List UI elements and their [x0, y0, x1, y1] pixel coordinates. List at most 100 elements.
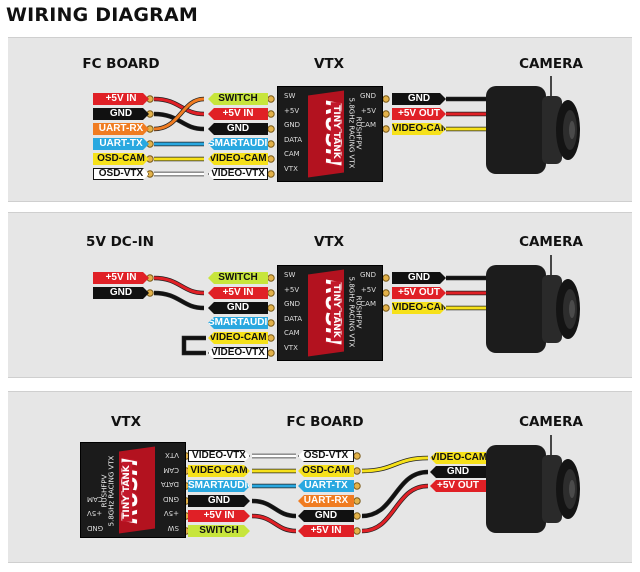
solder-pad: [267, 304, 275, 312]
solder-pad: [353, 527, 361, 535]
camera-pad-label: +5V OUT: [430, 480, 486, 492]
solder-pad: [267, 289, 275, 297]
solder-pad: [267, 274, 275, 282]
loopback-wire: [182, 336, 206, 355]
vtx-pad-label: GND: [188, 495, 250, 507]
camera-icon: [486, 255, 580, 353]
fc-pad-label: OSD-VTX: [298, 450, 354, 462]
camera-icon: [486, 435, 580, 533]
fc-pad-label: GND: [93, 108, 149, 120]
camera-pad-label: VIDEO-CAM: [392, 302, 450, 313]
vtx-pad-label: SWITCH: [188, 525, 250, 537]
camera-wire: [361, 470, 429, 518]
solder-pad: [382, 110, 390, 118]
vtx-header: VTX: [313, 56, 345, 72]
solder-pad: [267, 140, 275, 148]
fc-board-header: FC BOARD: [286, 414, 364, 430]
dc-in-header: 5V DC-IN: [86, 234, 154, 250]
vtx-pad-label: +5V IN: [188, 510, 250, 522]
solder-pad: [267, 110, 275, 118]
fc-pad-label: +5V IN: [298, 525, 354, 537]
vtx-pad-label: GND: [208, 302, 268, 314]
wire: [153, 291, 205, 310]
camera-pad-label: GND: [430, 466, 486, 478]
solder-pad: [267, 125, 275, 133]
wire: [153, 97, 205, 131]
vtx-pad-label: SMARTAUDIO: [188, 480, 256, 491]
camera-icon: [486, 76, 580, 174]
dc-pad-label: +5V IN: [93, 272, 149, 284]
vtx-right-pin-labels: GND +5V CAM: [359, 271, 376, 308]
vtx-pad-label: VIDEO-CAM: [208, 332, 268, 344]
camera-header: CAMERA: [519, 414, 583, 430]
solder-pad: [267, 319, 275, 327]
fc-pad-label: OSD-CAM: [93, 153, 149, 165]
camera-pad-label: GND: [392, 93, 446, 105]
vtx-pad-label: SWITCH: [208, 93, 268, 105]
fc-pad-label: UART-RX: [93, 123, 149, 135]
vtx-pad-label: VIDEO-VTX: [188, 450, 250, 462]
page-title: WIRING DIAGRAM: [6, 4, 199, 26]
fc-pad-label: OSD-CAM: [298, 465, 354, 477]
vtx-pad-label: SMARTAUDIO: [208, 138, 276, 150]
solder-pad: [353, 512, 361, 520]
vtx-pad-label: GND: [208, 123, 268, 135]
solder-pad: [353, 482, 361, 490]
vtx-header: VTX: [110, 414, 142, 430]
camera-wire: [361, 456, 429, 473]
vtx-pad-label: VIDEO-VTX: [208, 347, 268, 359]
vtx-pad-label: VIDEO-VTX: [208, 168, 268, 180]
wire: [153, 276, 205, 295]
solder-pad: [382, 274, 390, 282]
camera-pad-label: VIDEO-CAM: [392, 123, 450, 134]
wire: [251, 514, 297, 533]
vtx-model-name: TINY TANK: [122, 462, 133, 522]
vtx-left-pin-labels: SW +5V GND DATA CAM VTX: [160, 451, 179, 533]
fc-pad-label: OSD-VTX: [93, 168, 149, 180]
solder-pad: [267, 170, 275, 178]
vtx-pad-label: VIDEO-CAM: [208, 153, 268, 165]
solder-pad: [353, 467, 361, 475]
fc-pad-label: UART-TX: [93, 138, 149, 150]
camera-header: CAMERA: [519, 234, 583, 250]
wire: [153, 112, 205, 131]
solder-pad: [382, 289, 390, 297]
fc-pad-label: UART-RX: [298, 495, 354, 507]
vtx-model-name: TINY TANK: [330, 281, 341, 341]
camera-pad-label: +5V OUT: [392, 108, 446, 120]
vtx-pad-label: VIDEO-CAM: [188, 465, 250, 477]
loopback-wire-outline: [181, 335, 206, 356]
solder-pad: [353, 497, 361, 505]
vtx-maker-text: RUSHFPV: [354, 116, 363, 150]
solder-pad: [353, 452, 361, 460]
vtx-model-name: TINY TANK: [330, 102, 341, 162]
solder-pad: [382, 125, 390, 133]
fc-pad-label: +5V IN: [93, 93, 149, 105]
solder-pad: [267, 155, 275, 163]
vtx-pad-label: SMARTAUDIO: [208, 317, 276, 329]
camera-pad-label: GND: [392, 272, 446, 284]
dc-pad-label: GND: [93, 287, 149, 299]
fc-pad-label: UART-TX: [298, 480, 354, 492]
vtx-maker-text: RUSHFPV: [100, 474, 109, 508]
wire: [251, 499, 297, 518]
wire: [153, 97, 205, 116]
camera-wire: [361, 484, 429, 533]
solder-pad: [382, 304, 390, 312]
fc-board-header: FC BOARD: [82, 56, 160, 72]
solder-pad: [267, 349, 275, 357]
vtx-left-pin-labels: SW +5V GND DATA CAM VTX: [284, 92, 303, 173]
vtx-left-pin-labels: SW +5V GND DATA CAM VTX: [284, 271, 303, 352]
vtx-header: VTX: [313, 234, 345, 250]
vtx-right-pin-labels: GND +5V CAM: [359, 92, 376, 129]
fc-pad-label: GND: [298, 510, 354, 522]
camera-pad-label: VIDEO-CAM: [430, 452, 488, 464]
solder-pad: [267, 334, 275, 342]
vtx-pad-label: +5V IN: [208, 108, 268, 120]
vtx-pad-label: +5V IN: [208, 287, 268, 299]
solder-pad: [382, 95, 390, 103]
vtx-band-text: 5.8GHz RACING VTX: [107, 455, 116, 527]
